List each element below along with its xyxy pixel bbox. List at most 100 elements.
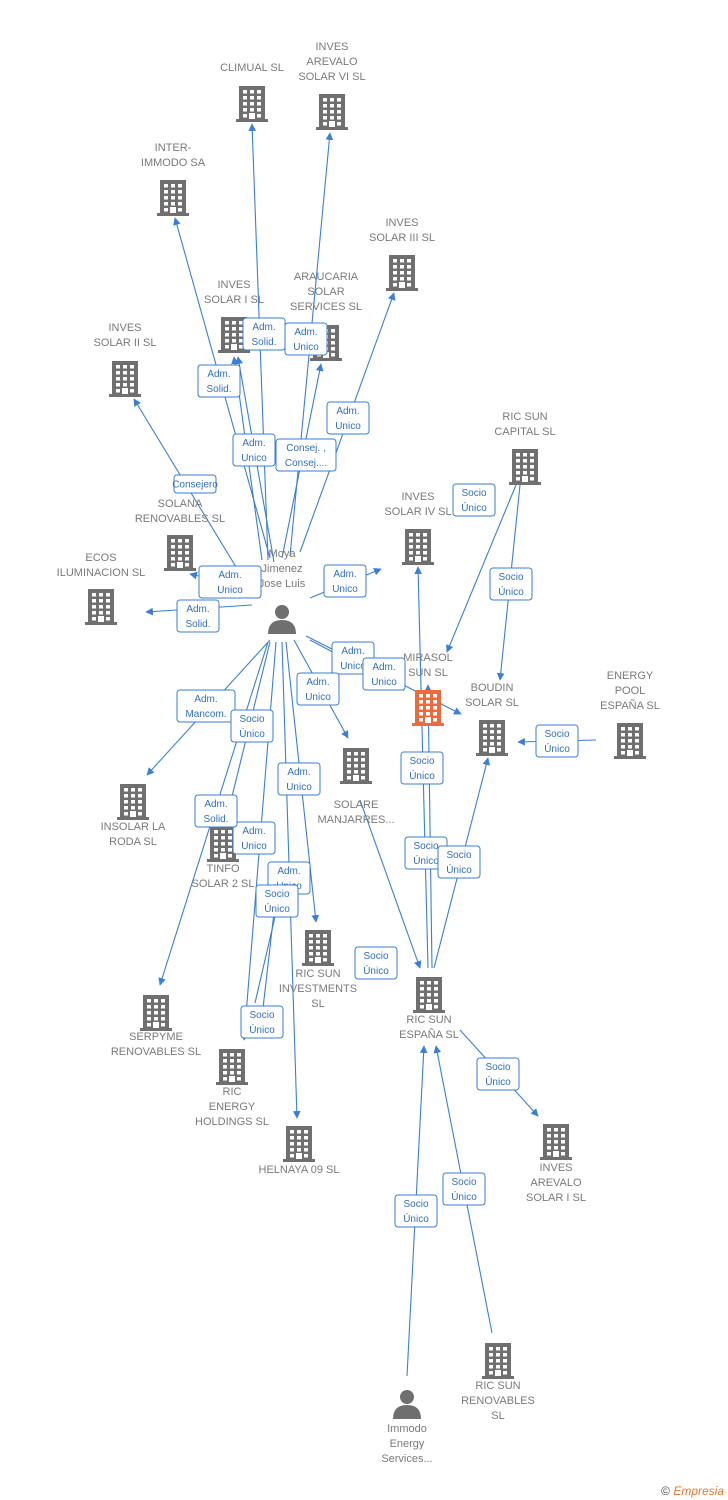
node-label: RIC <box>223 1086 242 1098</box>
relation-edge <box>446 484 517 653</box>
building-window <box>171 202 175 206</box>
building-window <box>419 712 423 716</box>
relation-label[interactable]: Adm.Solid. <box>197 364 241 398</box>
node-solaremanj[interactable]: SOLAREMANJARRES... <box>317 748 395 826</box>
building-window <box>361 752 365 756</box>
building-window <box>225 333 229 337</box>
building-base <box>412 723 444 726</box>
footer-brand[interactable]: © Empresia <box>661 1484 724 1498</box>
relation-label[interactable]: Adm.Unico <box>198 565 262 599</box>
node-label: RODA SL <box>109 836 157 848</box>
building-window <box>130 383 134 387</box>
relation-label-text: Adm. <box>207 369 230 380</box>
relation-label[interactable]: Adm.Unico <box>323 564 367 598</box>
building-window <box>433 712 437 716</box>
node-label: SOLAR III SL <box>369 232 435 244</box>
building-window <box>423 551 427 555</box>
building-window <box>416 545 420 549</box>
relation-label[interactable]: Consejero <box>172 474 218 494</box>
relation-label-box <box>400 751 444 785</box>
relation-label-text: Adm. <box>218 570 241 581</box>
building-window <box>361 770 365 774</box>
relation-label[interactable]: Consej. ,Consej.... <box>275 438 337 472</box>
building-window <box>178 190 182 194</box>
building-window <box>354 752 358 756</box>
building-window <box>561 1134 565 1138</box>
relation-label[interactable]: Adm.Unico <box>277 762 321 796</box>
building-window <box>426 706 430 710</box>
relation-label[interactable]: Adm.Unico <box>326 401 370 435</box>
building-window <box>530 453 534 457</box>
person-body <box>268 620 296 634</box>
building-door <box>489 747 495 754</box>
relation-label[interactable]: Adm.Unico <box>296 672 340 706</box>
person-head <box>275 605 289 619</box>
relation-label[interactable]: Adm.Unico <box>284 322 328 356</box>
building-window <box>427 987 431 991</box>
building-window <box>400 265 404 269</box>
relation-label[interactable]: Adm.Solid. <box>242 317 286 351</box>
relation-label[interactable]: Adm.Solid. <box>194 794 238 828</box>
building-window <box>225 339 229 343</box>
building-base <box>140 1028 172 1031</box>
relation-label[interactable]: Adm.Unico <box>232 433 276 467</box>
node-climual[interactable]: CLIMUAL SL <box>220 62 284 122</box>
building-window <box>138 806 142 810</box>
building-window <box>239 333 243 337</box>
building-window <box>400 277 404 281</box>
relation-label[interactable]: Adm.Mancom. <box>176 689 236 723</box>
building-window <box>361 758 365 762</box>
node-helnaya[interactable]: HELNAYA 09 SL <box>259 1126 340 1176</box>
relation-label[interactable]: Adm.Solid. <box>176 599 220 633</box>
building-window <box>489 1371 493 1375</box>
building-window <box>250 108 254 112</box>
relation-label[interactable]: Adm.Unico <box>362 657 406 691</box>
building-window <box>516 459 520 463</box>
building-window <box>250 102 254 106</box>
building-base <box>85 622 117 625</box>
building-window <box>354 758 358 762</box>
building-window <box>99 599 103 603</box>
relation-label-text: Unico <box>305 692 331 703</box>
building-window <box>185 545 189 549</box>
node-immodo[interactable]: ImmodoEnergyServices... <box>381 1390 433 1465</box>
node-intermmodo[interactable]: INTER-IMMODO SA <box>141 142 206 216</box>
building-door <box>98 616 104 623</box>
relation-label[interactable]: Adm.Unico <box>232 821 276 855</box>
building-window <box>214 842 218 846</box>
relation-label-box <box>232 433 276 467</box>
building-window <box>297 1142 301 1146</box>
